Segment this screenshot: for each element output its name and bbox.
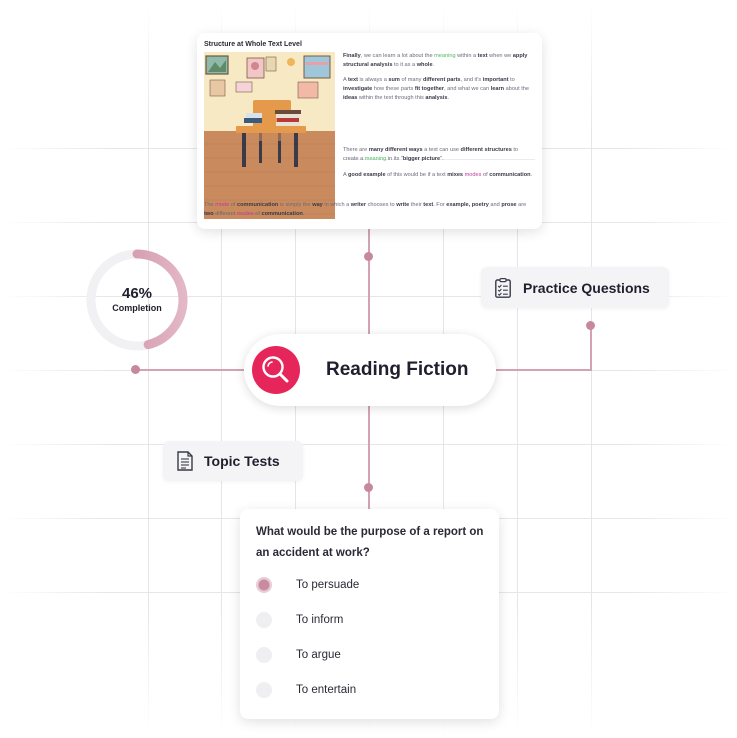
topic-tests-label: Topic Tests xyxy=(204,453,280,469)
connector-dot-bottom xyxy=(364,483,373,492)
lesson-paragraph-4: A good example of this would be if a tex… xyxy=(343,172,533,178)
quiz-option-label: To persuade xyxy=(296,579,360,591)
completion-ring-graphic xyxy=(86,249,188,351)
practice-questions-label: Practice Questions xyxy=(523,279,650,296)
quiz-option-label: To argue xyxy=(296,649,341,661)
connector-bottom xyxy=(368,406,370,509)
quiz-option[interactable]: To entertain xyxy=(256,682,356,698)
checklist-icon xyxy=(495,277,511,298)
completion-percent: 46% xyxy=(121,285,153,302)
quiz-option[interactable]: To argue xyxy=(256,647,341,663)
classroom-illustration xyxy=(204,52,335,219)
connector-top xyxy=(368,229,370,334)
quiz-card: What would be the purpose of a report on… xyxy=(240,509,499,719)
lesson-title: Structure at Whole Text Level xyxy=(204,41,302,48)
topic-tests-chip[interactable]: Topic Tests xyxy=(163,441,303,481)
document-icon xyxy=(177,451,193,471)
lesson-divider xyxy=(343,159,535,160)
connector-right-h xyxy=(496,369,592,371)
lesson-footer-paragraph: The mode of communication is simply the … xyxy=(204,202,527,217)
quiz-question: What would be the purpose of a report on… xyxy=(256,526,484,559)
practice-questions-chip[interactable]: Practice Questions xyxy=(481,267,669,308)
radio-button[interactable] xyxy=(256,682,272,698)
topic-title: Reading Fiction xyxy=(326,359,469,380)
radio-button[interactable] xyxy=(256,612,272,628)
completion-ring-arc xyxy=(86,249,188,351)
connector-dot-right xyxy=(586,321,595,330)
topic-reading-fiction[interactable]: Reading Fiction xyxy=(244,334,496,406)
connector-right-v xyxy=(590,326,592,371)
completion-progress-ring: 46% Completion xyxy=(84,247,190,353)
quiz-option[interactable]: To inform xyxy=(256,612,343,628)
connector-left xyxy=(135,369,244,371)
radio-button[interactable] xyxy=(256,577,272,593)
lesson-paragraph-3: There are many different ways a text can… xyxy=(343,147,519,162)
radio-button[interactable] xyxy=(256,647,272,663)
quiz-option[interactable]: To persuade xyxy=(256,577,359,593)
lesson-paragraph-1: Finally, we can learn a lot about the me… xyxy=(343,53,528,68)
completion-label: Completion xyxy=(112,303,162,313)
connector-dot-left xyxy=(131,365,140,374)
connector-dot-top xyxy=(364,252,373,261)
magnifier-icon xyxy=(252,346,300,394)
quiz-option-label: To inform xyxy=(296,614,344,626)
lesson-paragraph-2: A text is always a sum of many different… xyxy=(343,77,529,101)
lesson-preview-card[interactable]: Structure at Whole Text Level xyxy=(197,33,542,229)
quiz-option-label: To entertain xyxy=(296,684,357,696)
